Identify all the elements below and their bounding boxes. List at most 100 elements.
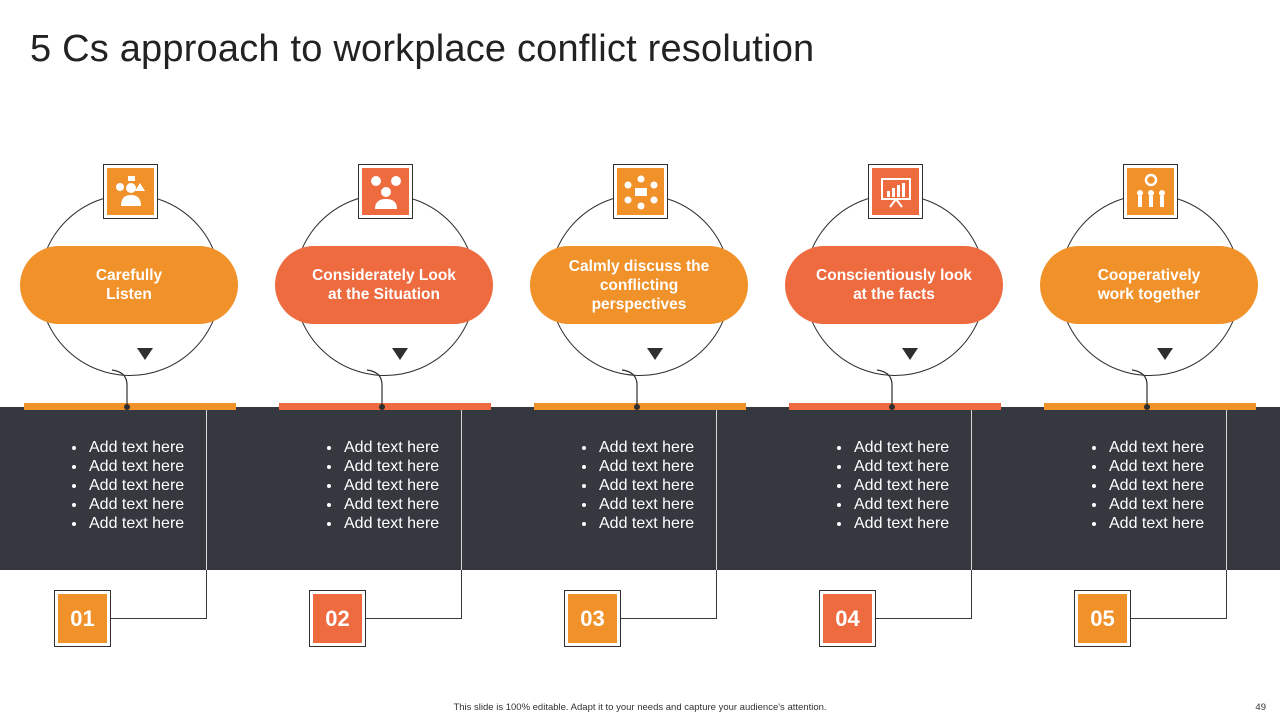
step-icon-frame — [103, 164, 158, 219]
step-number: 04 — [823, 594, 872, 643]
cycle-arrow-head — [647, 348, 663, 360]
connector-vertical — [1226, 410, 1227, 570]
presentation-board-chart-icon — [872, 168, 919, 215]
bullet-item: Add text here — [835, 495, 949, 514]
step-label-pill: Calmly discuss the conflicting perspecti… — [530, 246, 748, 324]
slide-title: 5 Cs approach to workplace conflict reso… — [30, 28, 815, 70]
step-icon-frame — [1123, 164, 1178, 219]
page-number: 49 — [1255, 702, 1266, 713]
bullet-item: Add text here — [325, 457, 439, 476]
bullet-item: Add text here — [580, 476, 694, 495]
group-discussion-table-icon — [617, 168, 664, 215]
timeline-dot — [634, 404, 640, 410]
step-icon-frame — [358, 164, 413, 219]
step-timeline-bar — [534, 403, 746, 410]
step-number-frame: 02 — [309, 590, 366, 647]
content-band — [0, 407, 1280, 570]
step-label: Considerately Look at the Situation — [312, 267, 456, 303]
step-label: Carefully Listen — [95, 267, 163, 303]
bullet-item: Add text here — [835, 438, 949, 457]
cycle-arrow-head — [902, 348, 918, 360]
timeline-dot — [379, 404, 385, 410]
connector-vertical-lower — [971, 570, 972, 619]
step-number: 01 — [58, 594, 107, 643]
bullet-item: Add text here — [70, 514, 184, 533]
cycle-arrow-head — [1157, 348, 1173, 360]
connector-stem — [1131, 369, 1148, 405]
step-label-pill: Cooperatively work together — [1040, 246, 1258, 324]
step-number-frame: 05 — [1074, 590, 1131, 647]
bullet-item: Add text here — [70, 457, 184, 476]
connector-stem — [366, 369, 383, 405]
connector-stem — [876, 369, 893, 405]
bullet-item: Add text here — [580, 495, 694, 514]
step-number: 02 — [313, 594, 362, 643]
bullet-item: Add text here — [70, 476, 184, 495]
step-timeline-bar — [789, 403, 1001, 410]
step-number-frame: 04 — [819, 590, 876, 647]
connector-vertical — [206, 410, 207, 570]
step-number: 05 — [1078, 594, 1127, 643]
step-number-frame: 01 — [54, 590, 111, 647]
connector-horizontal — [111, 618, 207, 619]
step-label-pill: Carefully Listen — [20, 246, 238, 324]
connector-vertical-lower — [1226, 570, 1227, 619]
step-label-pill: Conscientiously look at the facts — [785, 246, 1003, 324]
person-with-emotion-bubbles-icon — [362, 168, 409, 215]
step-number: 03 — [568, 594, 617, 643]
bullet-item: Add text here — [835, 476, 949, 495]
step-timeline-bar — [24, 403, 236, 410]
step-number-frame: 03 — [564, 590, 621, 647]
bullet-item: Add text here — [1090, 495, 1204, 514]
connector-stem — [621, 369, 638, 405]
bullet-item: Add text here — [580, 457, 694, 476]
step-icon-frame — [868, 164, 923, 219]
connector-stem — [111, 369, 128, 405]
step-label: Cooperatively work together — [1097, 267, 1201, 303]
connector-horizontal — [621, 618, 717, 619]
bullet-item: Add text here — [70, 495, 184, 514]
cycle-arrow-head — [392, 348, 408, 360]
step-icon-frame — [613, 164, 668, 219]
connector-vertical — [971, 410, 972, 570]
timeline-dot — [124, 404, 130, 410]
cycle-arrow-head — [137, 348, 153, 360]
connector-vertical-lower — [206, 570, 207, 619]
connector-vertical-lower — [716, 570, 717, 619]
bullet-item: Add text here — [835, 457, 949, 476]
team-with-gears-icon — [1127, 168, 1174, 215]
bullet-item: Add text here — [325, 495, 439, 514]
listener-with-speech-bubbles-icon — [107, 168, 154, 215]
connector-horizontal — [1131, 618, 1227, 619]
bullet-item: Add text here — [325, 438, 439, 457]
connector-vertical-lower — [461, 570, 462, 619]
bullet-item: Add text here — [1090, 438, 1204, 457]
step-label: Conscientiously look at the facts — [816, 267, 972, 303]
bullet-item: Add text here — [325, 514, 439, 533]
connector-horizontal — [876, 618, 972, 619]
step-timeline-bar — [1044, 403, 1256, 410]
bullet-item: Add text here — [70, 438, 184, 457]
step-timeline-bar — [279, 403, 491, 410]
connector-vertical — [461, 410, 462, 570]
bullet-item: Add text here — [325, 476, 439, 495]
timeline-dot — [1144, 404, 1150, 410]
bullet-item: Add text here — [580, 438, 694, 457]
bullet-item: Add text here — [835, 514, 949, 533]
bullet-item: Add text here — [580, 514, 694, 533]
bullet-item: Add text here — [1090, 514, 1204, 533]
connector-horizontal — [366, 618, 462, 619]
step-label: Calmly discuss the conflicting perspecti… — [568, 257, 710, 313]
step-label-pill: Considerately Look at the Situation — [275, 246, 493, 324]
bullet-item: Add text here — [1090, 476, 1204, 495]
footer-note: This slide is 100% editable. Adapt it to… — [453, 702, 827, 713]
timeline-dot — [889, 404, 895, 410]
connector-vertical — [716, 410, 717, 570]
bullet-item: Add text here — [1090, 457, 1204, 476]
